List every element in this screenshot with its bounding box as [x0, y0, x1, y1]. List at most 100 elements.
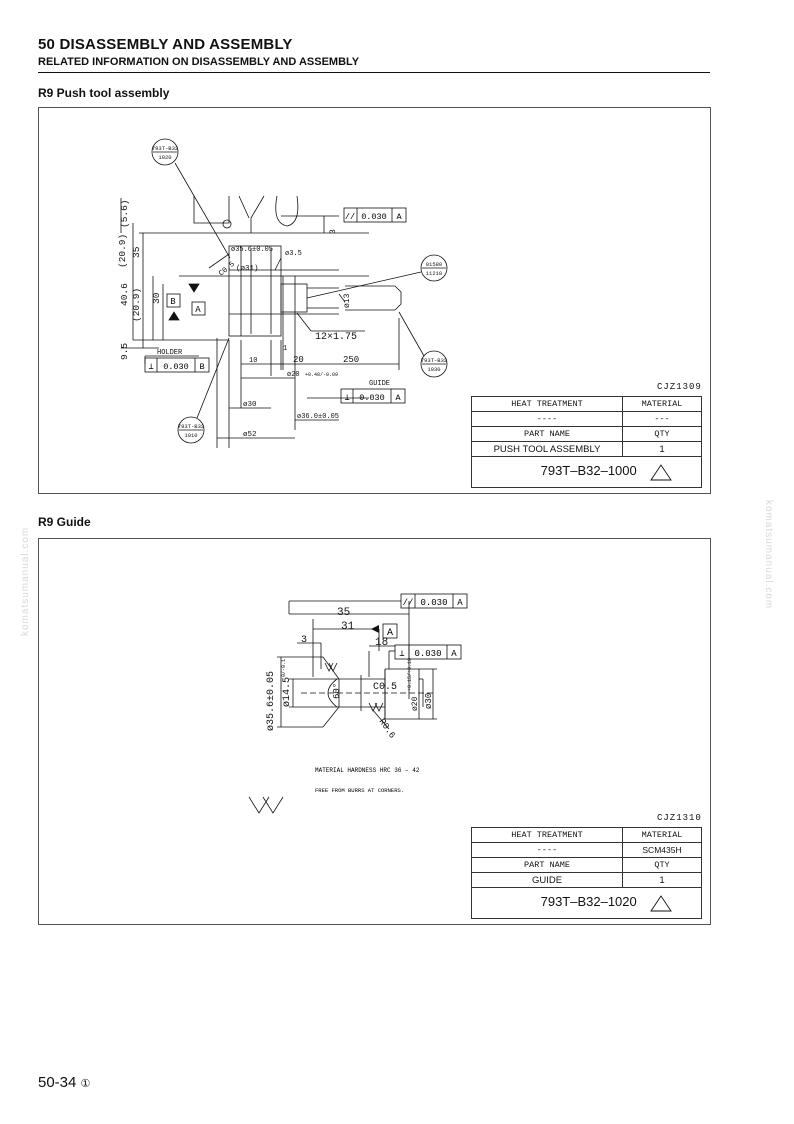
- balloon-4-bottom: 1010: [184, 432, 197, 439]
- datum-a: A: [195, 305, 201, 315]
- material-label: MATERIAL: [622, 396, 702, 412]
- drawing-frame-push-tool: 793T-B32 1020 01580 11210 793T-B32 1030 …: [38, 107, 711, 494]
- push-tool-drawing: 793T-B32 1020 01580 11210 793T-B32 1030 …: [117, 138, 448, 448]
- material-label: MATERIAL: [622, 827, 702, 843]
- heat-treatment-value: ----: [471, 842, 623, 858]
- dim-30-vertical: 30: [151, 292, 162, 304]
- title-block-guide: HEAT TREATMENT MATERIAL ---- SCM435H PAR…: [471, 827, 702, 919]
- guide-fcf-parallelism: // 0.030 A: [400, 593, 468, 609]
- dim-5-6: (5.6): [119, 199, 130, 228]
- page-number: 50-34: [38, 1074, 77, 1091]
- svg-text:0.030: 0.030: [414, 649, 441, 659]
- guide-dim-phi20-tolerance: +0.15/+0.10: [407, 658, 413, 691]
- svg-text:⊥: ⊥: [148, 362, 153, 372]
- dim-phi13: ø13: [343, 293, 352, 308]
- dim-35: 35: [131, 246, 142, 258]
- guide-dim-18: 18: [375, 637, 388, 649]
- part-name-label: PART NAME: [471, 857, 623, 873]
- part-number: 793T–B32–1000: [540, 463, 637, 479]
- balloon-1-top: 793T-B32: [152, 145, 178, 152]
- revision-triangle-icon: [650, 464, 673, 481]
- section-title-push-tool: R9 Push tool assembly: [38, 86, 170, 100]
- balloon-2-bottom: 11210: [426, 270, 443, 277]
- dim-phi35-6: ø35.6±0.05: [231, 246, 273, 254]
- holder-label: HOLDER: [157, 349, 183, 357]
- balloon-4-top: 793T-B32: [178, 423, 204, 430]
- material-hardness-note: MATERIAL HARDNESS HRC 36 – 42: [315, 767, 420, 774]
- drawing-frame-guide: A 35 31 3 18 ø35.6±0.05 ø14.5 0/-0.1 60°…: [38, 538, 711, 925]
- svg-text://: //: [345, 212, 355, 222]
- part-name-value: PUSH TOOL ASSEMBLY: [471, 441, 623, 457]
- watermark-right: komatsumanual.com: [763, 500, 774, 610]
- svg-text:0.030: 0.030: [163, 362, 189, 372]
- figure-code-2: CJZ1310: [657, 813, 702, 823]
- revision-mark: ①: [80, 1078, 91, 1090]
- part-name-value: GUIDE: [471, 872, 623, 888]
- guide-dim-phi14-5: ø14.5: [282, 677, 293, 707]
- svg-text:A: A: [395, 393, 401, 403]
- guide-dim-31: 31: [341, 621, 355, 633]
- dim-phi31: (ø31): [236, 265, 259, 273]
- dim-c0-5: C0.5: [218, 260, 237, 278]
- part-number-cell: 793T–B32–1020: [471, 887, 702, 919]
- datum-b: B: [170, 297, 176, 307]
- svg-text:0.030: 0.030: [361, 212, 387, 222]
- dim-3: 3: [329, 229, 338, 234]
- qty-value: 1: [622, 441, 702, 457]
- dim-250: 250: [343, 355, 359, 365]
- svg-text:⊥: ⊥: [399, 649, 405, 659]
- guide-dim-c0-5: C0.5: [373, 682, 397, 693]
- svg-text:⊥: ⊥: [344, 393, 349, 403]
- svg-text:B: B: [199, 362, 204, 372]
- svg-text:A: A: [457, 598, 463, 608]
- dim-40-6: 40.6: [119, 283, 130, 306]
- guide-dim-phi30: ø30: [424, 693, 434, 709]
- dim-phi20-tolerance: +0.48/-0.09: [305, 372, 338, 378]
- guide-drawing: A 35 31 3 18 ø35.6±0.05 ø14.5 0/-0.1 60°…: [248, 593, 468, 814]
- dim-phi30: ø30: [243, 401, 257, 409]
- dim-10: 10: [249, 357, 257, 365]
- dim-phi20: ø20: [287, 371, 300, 379]
- guide-fcf-perpendicularity: ⊥ 0.030 A: [394, 644, 462, 660]
- heat-treatment-label: HEAT TREATMENT: [471, 396, 623, 412]
- header-rule: [38, 72, 710, 73]
- guide-datum-a: A: [387, 628, 393, 639]
- guide-dim-phi20: ø20: [411, 696, 420, 711]
- material-value: SCM435H: [622, 842, 702, 858]
- balloon-1-bottom: 1020: [158, 154, 171, 161]
- dim-20: 20: [293, 355, 304, 365]
- guide-dim-35: 35: [337, 607, 350, 619]
- balloon-2-top: 01580: [426, 261, 443, 268]
- part-number: 793T–B32–1020: [540, 894, 637, 910]
- qty-label: QTY: [622, 426, 702, 442]
- qty-label: QTY: [622, 857, 702, 873]
- dim-9-5: 9.5: [119, 343, 130, 360]
- page-footer: 50-34 ①: [38, 1074, 90, 1091]
- guide-dim-angle: 60°: [332, 683, 342, 699]
- dim-1: 1: [283, 345, 287, 353]
- heat-treatment-label: HEAT TREATMENT: [471, 827, 623, 843]
- dim-20-9b: (20.9): [131, 288, 142, 322]
- svg-text://: //: [403, 598, 414, 608]
- watermark-left: komatsumanual.com: [20, 526, 31, 636]
- qty-value: 1: [622, 872, 702, 888]
- svg-text:0.030: 0.030: [359, 393, 385, 403]
- guide-label: GUIDE: [369, 380, 390, 388]
- fcf-perpendicularity-guide: ⊥ 0.030 A: [340, 388, 406, 404]
- guide-dim-3: 3: [301, 635, 307, 646]
- page-subtitle: RELATED INFORMATION ON DISASSEMBLY AND A…: [38, 56, 360, 68]
- dim-20-9a: (20.9): [117, 234, 128, 268]
- dim-thread: 12×1.75: [315, 332, 357, 343]
- heat-treatment-value: ----: [471, 411, 623, 427]
- guide-dim-r0-6: R0.6: [377, 717, 398, 740]
- section-title-guide: R9 Guide: [38, 515, 91, 529]
- fcf-parallelism-top: // 0.030 A: [343, 207, 407, 223]
- page-title: 50 DISASSEMBLY AND ASSEMBLY: [38, 36, 293, 53]
- dim-phi52: ø52: [243, 431, 257, 439]
- part-number-cell: 793T–B32–1000: [471, 456, 702, 488]
- guide-dim-phi14-5-tolerance: 0/-0.1: [281, 659, 287, 677]
- balloon-3-top: 793T-B32: [421, 357, 447, 364]
- svg-text:A: A: [396, 212, 402, 222]
- dim-phi36: ø36.0±0.05: [297, 413, 339, 421]
- fcf-perpendicularity-holder: ⊥ 0.030 B: [144, 357, 210, 373]
